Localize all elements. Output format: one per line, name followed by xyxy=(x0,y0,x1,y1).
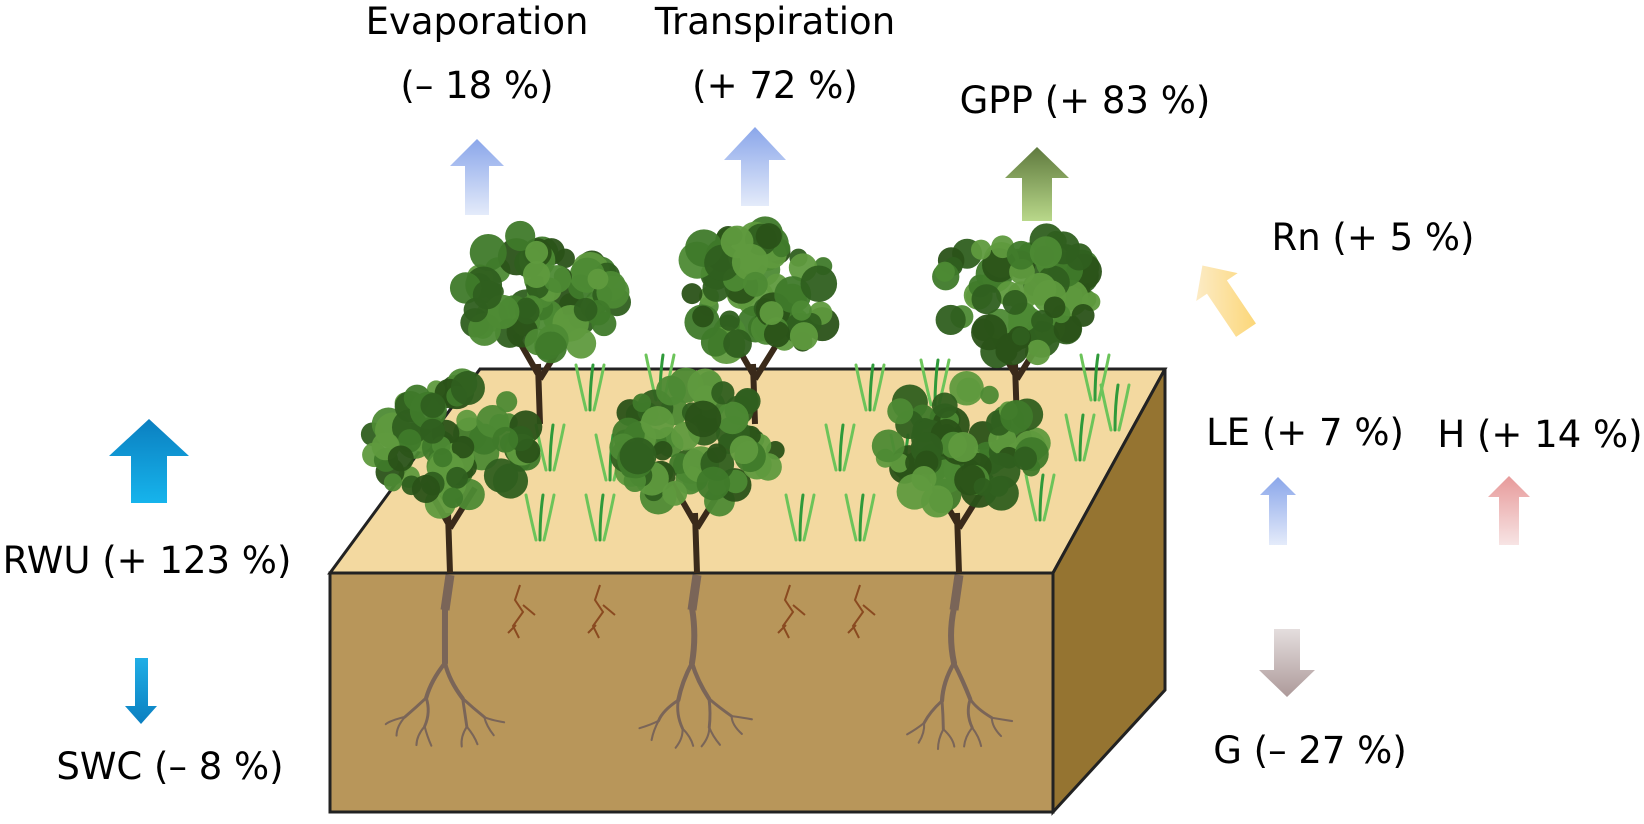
g-label: G (– 27 %) xyxy=(1213,729,1407,772)
evaporation-change-label: (– 18 %) xyxy=(400,64,553,107)
trees-layer xyxy=(360,216,1102,574)
h-arrow-icon xyxy=(1488,476,1530,545)
grass-root-icon xyxy=(847,584,876,639)
shrub-icon xyxy=(932,223,1102,425)
swc-label: SWC (– 8 %) xyxy=(56,745,283,788)
le-label: LE (+ 7 %) xyxy=(1206,411,1404,454)
transpiration-arrow-icon xyxy=(724,127,786,206)
grass-tuft-icon xyxy=(574,363,606,412)
grass-root-icon xyxy=(587,584,616,639)
grass-tuft-icon xyxy=(584,493,616,542)
tree-root-icon xyxy=(906,574,1014,751)
swc-arrow-icon xyxy=(125,658,157,724)
tree-root-icon xyxy=(384,574,506,748)
grass-tuft-icon xyxy=(1099,383,1131,432)
rwu-label: RWU (+ 123 %) xyxy=(3,539,292,582)
tree-root-icon xyxy=(638,574,753,749)
evaporation-arrow-icon xyxy=(450,139,504,215)
transpiration-change-label: (+ 72 %) xyxy=(692,64,858,107)
grass-tuft-icon xyxy=(854,363,886,412)
gpp-label: GPP (+ 83 %) xyxy=(960,79,1211,122)
grass-tuft-icon xyxy=(844,493,876,542)
shrub-icon xyxy=(449,220,632,425)
grass-root-icon xyxy=(507,584,536,639)
rn-label: Rn (+ 5 %) xyxy=(1271,216,1474,259)
roots-layer xyxy=(384,574,1014,751)
rn-arrow-icon xyxy=(1196,265,1256,337)
shrub-icon xyxy=(871,371,1051,574)
grass-tuft-icon xyxy=(1079,353,1111,402)
gpp-arrow-icon xyxy=(1005,147,1069,221)
transpiration-label: Transpiration xyxy=(654,0,895,43)
grass-tuft-icon xyxy=(1024,473,1056,522)
evaporation-label: Evaporation xyxy=(366,0,589,43)
shrub-icon xyxy=(678,216,840,425)
grass-tuft-icon xyxy=(524,493,556,542)
le-arrow-icon xyxy=(1260,477,1296,545)
shrub-icon xyxy=(360,368,543,574)
grass-layer xyxy=(524,353,1131,542)
grass-tuft-icon xyxy=(824,423,856,472)
grass-root-icon xyxy=(777,584,806,639)
soil-side-face xyxy=(1051,368,1167,816)
h-label: H (+ 14 %) xyxy=(1437,413,1642,456)
rwu-arrow-icon xyxy=(109,419,189,503)
grass-tuft-icon xyxy=(1064,413,1096,462)
shrub-icon xyxy=(609,367,785,574)
grass-tuft-icon xyxy=(784,493,816,542)
g-arrow-icon xyxy=(1259,629,1315,697)
